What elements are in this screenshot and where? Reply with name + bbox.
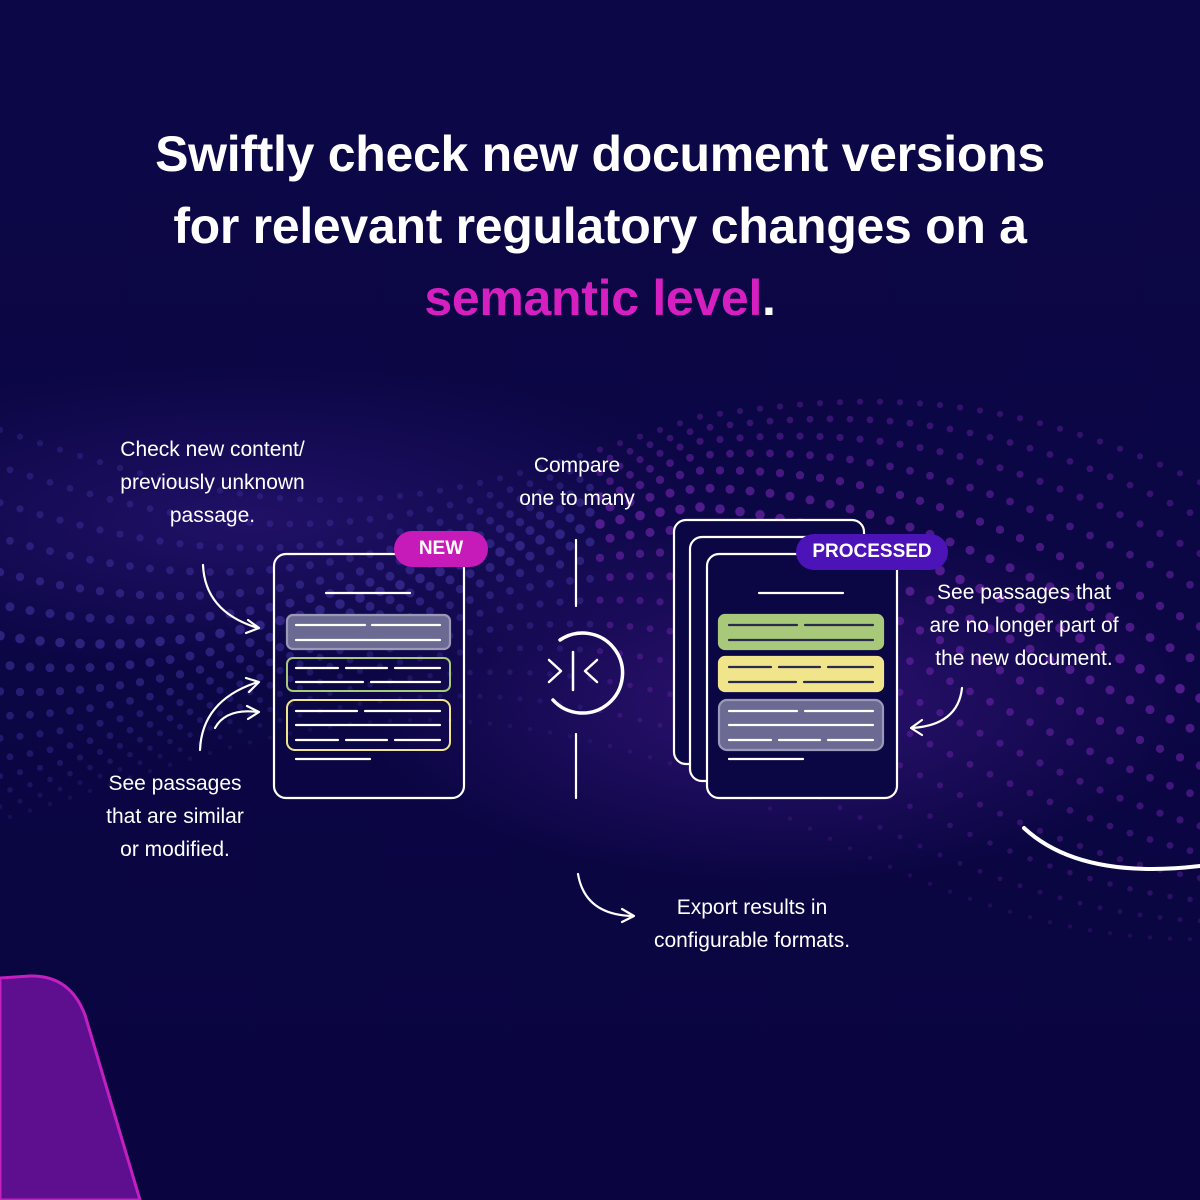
headline-line-2: for relevant regulatory changes on a (173, 198, 1027, 254)
highlight-green-outline (286, 657, 451, 692)
label-similar: See passages that are similar or modifie… (106, 772, 244, 861)
headline: Swiftly check new document versions for … (100, 118, 1100, 334)
highlight-yellow (717, 655, 885, 693)
headline-period: . (762, 270, 776, 326)
headline-accent: semantic level (424, 270, 763, 326)
label-compare: Compare one to many (519, 454, 635, 510)
label-export: Export results in configurable formats. (653, 896, 851, 952)
new-badge: NEW (394, 531, 488, 567)
label-removed: See passages that are no longer part of … (929, 581, 1119, 670)
new-document (272, 552, 466, 800)
corner-shape (0, 974, 142, 1200)
corner-arc (1022, 826, 1200, 871)
arrow-icon (198, 563, 964, 924)
highlight-gray (285, 613, 452, 651)
highlight-yellow-outline (286, 699, 451, 751)
headline-line-1: Swiftly check new document versions (155, 126, 1045, 182)
headline-line-3: semantic level. (100, 262, 1100, 334)
processed-badge: PROCESSED (796, 534, 948, 570)
highlight-green (717, 613, 885, 651)
label-check-new: Check new content/ previously unknown pa… (120, 438, 305, 527)
compare-icon (547, 631, 625, 715)
